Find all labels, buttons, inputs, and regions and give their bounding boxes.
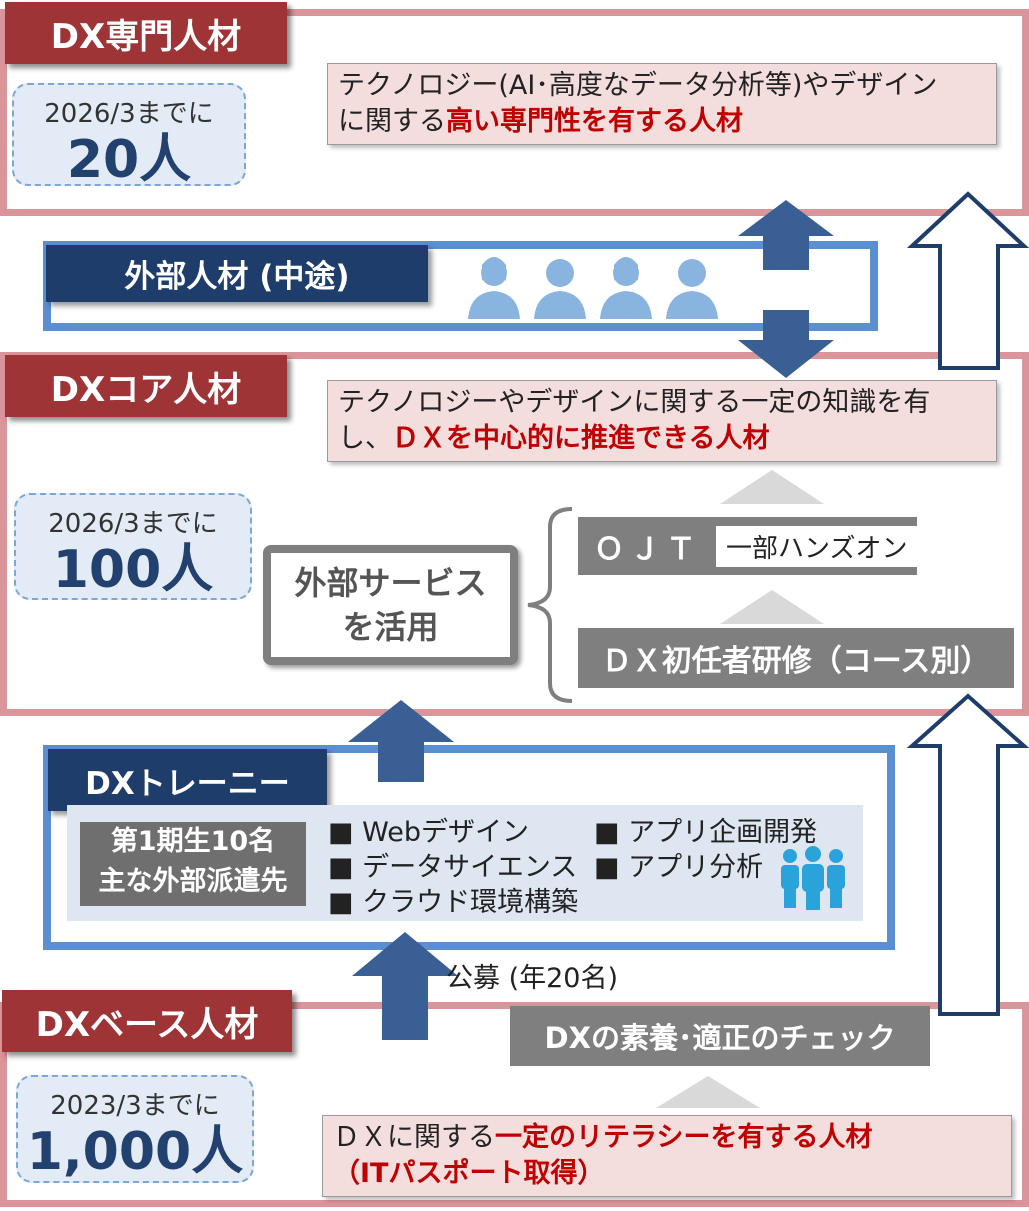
- person-icon: [666, 259, 718, 319]
- recruit-label: 公募 (年20名): [446, 963, 619, 994]
- ojt-tag: 一部ハンズオン: [716, 525, 918, 567]
- specialist-description: テクノロジー(AI･高度なデータ分析等)やデザイン に関する高い専門性を有する人…: [327, 63, 997, 145]
- target-date: 2026/3までに: [48, 509, 218, 539]
- base-description: ＤＸに関する一定のリテラシーを有する人材 （ITパスポート取得）: [322, 1115, 1012, 1197]
- group-icon: [781, 846, 845, 910]
- ojt-label: ＯＪＴ: [594, 532, 702, 567]
- specialist-target: 2026/3までに 20人: [12, 83, 246, 190]
- ojt-box: ＯＪＴ 一部ハンズオン: [578, 517, 918, 575]
- destination-item: ■ データサイエンス: [328, 852, 578, 883]
- hollow-arrow-up: [906, 693, 1029, 1016]
- emphasis-text: （ITパスポート取得）: [333, 1158, 605, 1189]
- destination-item: ■ Webデザイン: [328, 817, 529, 848]
- person-icon: [534, 259, 586, 319]
- emphasis-text: 高い専門性を有する人材: [446, 106, 743, 137]
- arrow-up-grey: [656, 1076, 760, 1108]
- core-tab: DXコア人材: [5, 355, 287, 417]
- hollow-arrow-up: [906, 191, 1029, 370]
- core-target: 2026/3までに 100人: [14, 493, 252, 600]
- brace: [527, 507, 573, 703]
- target-date: 2026/3までに: [44, 99, 214, 129]
- core-description: テクノロジーやデザインに関する一定の知識を有 し、ＤＸを中心的に推進できる人材: [327, 380, 997, 462]
- emphasis-text: ＤＸを中心的に推進できる人材: [392, 423, 770, 454]
- external-service-box: 外部サービス を活用: [263, 545, 518, 665]
- target-count: 20人: [66, 130, 192, 190]
- target-date: 2023/3までに: [50, 1091, 220, 1121]
- base-tab: DXベース人材: [2, 990, 292, 1052]
- people-icons: [468, 257, 718, 319]
- external-hire-label: 外部人材 (中途): [46, 245, 428, 302]
- trainee-label: DXトレーニー: [48, 749, 327, 811]
- target-count: 1,000人: [26, 1122, 244, 1182]
- training-box: ＤＸ初任者研修（コース別）: [578, 628, 1014, 688]
- person-icon: [468, 257, 520, 319]
- destination-item: ■ アプリ企画開発: [594, 817, 818, 848]
- emphasis-text: 一定のリテラシーを有する人材: [495, 1122, 873, 1153]
- check-box: DXの素養･適正のチェック: [510, 1006, 930, 1066]
- specialist-tab: DX専門人材: [5, 2, 287, 64]
- arrow-up-grey: [720, 590, 824, 624]
- destination-item: ■ アプリ分析: [594, 852, 764, 883]
- base-target: 2023/3までに 1,000人: [16, 1075, 254, 1183]
- target-count: 100人: [52, 540, 214, 600]
- person-icon: [600, 257, 652, 319]
- destination-item: ■ クラウド環境構築: [328, 887, 579, 918]
- arrow-up-grey: [720, 470, 824, 504]
- cohort-label: 第1期生10名 主な外部派遣先: [80, 822, 306, 906]
